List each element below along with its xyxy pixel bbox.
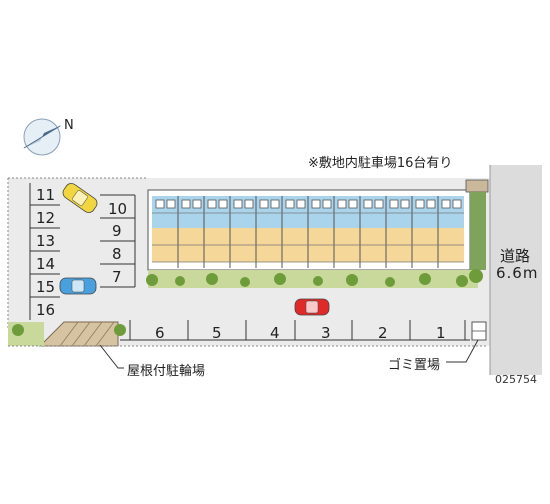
parking-number: 11 bbox=[36, 186, 56, 204]
bicycle-parking-area bbox=[8, 321, 126, 347]
road-label: 道路 bbox=[500, 247, 531, 265]
road bbox=[490, 165, 542, 375]
apartment-building bbox=[147, 189, 471, 271]
parking-number: 12 bbox=[36, 209, 56, 227]
road-width: 6.6m bbox=[496, 264, 539, 282]
parking-number: 10 bbox=[108, 200, 128, 218]
storage-shed bbox=[465, 179, 489, 193]
parking-number: 6 bbox=[155, 324, 165, 342]
bicycle-parking-label: 屋根付駐輪場 bbox=[127, 364, 206, 379]
garbage-area-label: ゴミ置場 bbox=[388, 358, 441, 373]
compass-north-label: N bbox=[64, 118, 74, 133]
listing-code: 025754 bbox=[495, 373, 537, 386]
bottom-parking-stripes bbox=[120, 320, 470, 341]
parking-number: 3 bbox=[321, 324, 331, 342]
left-parking-stripes bbox=[29, 183, 60, 320]
parking-number: 7 bbox=[112, 268, 122, 286]
parking-number: 13 bbox=[36, 232, 56, 250]
car-icon bbox=[59, 277, 97, 295]
hedge bbox=[470, 192, 486, 270]
garbage-area bbox=[471, 321, 487, 341]
parking-number: 8 bbox=[112, 245, 122, 263]
middle-parking-stripes bbox=[100, 194, 136, 288]
shrub-icon bbox=[114, 324, 126, 336]
car-icon bbox=[294, 298, 330, 316]
car-icon bbox=[62, 183, 98, 213]
parking-number: 4 bbox=[270, 324, 280, 342]
compass-icon bbox=[22, 118, 62, 156]
parking-note: ※敷地内駐車場16台有り bbox=[308, 156, 453, 171]
bicycle-leader-line bbox=[99, 344, 124, 369]
parking-number: 14 bbox=[36, 255, 56, 273]
parking-number: 9 bbox=[112, 222, 122, 240]
lawn-strip bbox=[146, 269, 483, 288]
shrub-icon bbox=[12, 324, 24, 336]
parking-number: 2 bbox=[378, 324, 388, 342]
parking-number: 5 bbox=[212, 324, 222, 342]
parking-number: 16 bbox=[36, 301, 56, 319]
parking-number: 15 bbox=[36, 278, 56, 296]
parking-number: 1 bbox=[436, 324, 446, 342]
garbage-leader-line bbox=[446, 339, 479, 363]
